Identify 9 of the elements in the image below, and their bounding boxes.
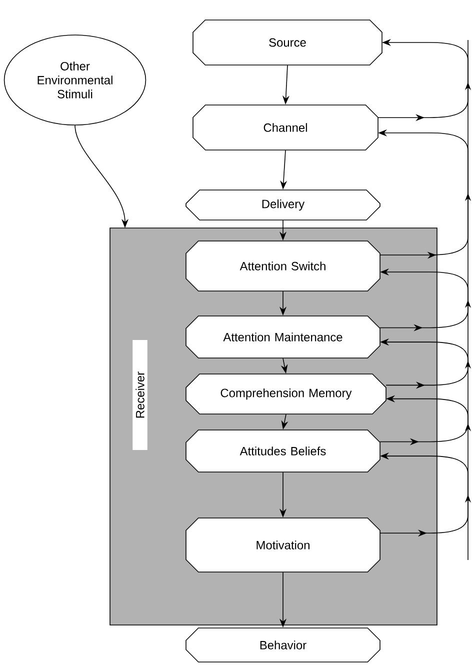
process-box: Attention Maintenance bbox=[186, 316, 380, 358]
process-box: Attitudes Beliefs bbox=[186, 430, 380, 472]
process-box: Delivery bbox=[186, 190, 380, 220]
process-box: Comprehension Memory bbox=[186, 374, 386, 414]
process-box: Behavior bbox=[186, 628, 380, 662]
process-box: Channel bbox=[192, 104, 378, 150]
process-box: Attention Switch bbox=[186, 240, 380, 292]
process-box: Source bbox=[192, 20, 382, 66]
process-box: Motivation bbox=[186, 518, 380, 572]
